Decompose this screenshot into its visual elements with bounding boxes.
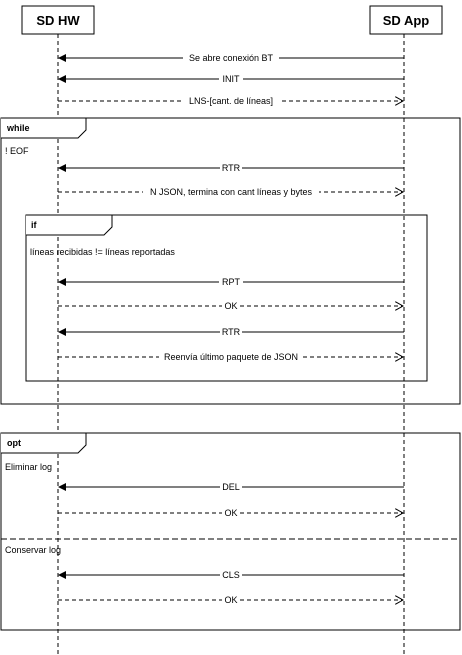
message-del: DEL — [58, 481, 404, 492]
message-ok-1-label: OK — [224, 301, 237, 311]
message-ok-3-label: OK — [224, 595, 237, 605]
message-resend: Reenvía último paquete de JSON — [58, 351, 403, 362]
while-frame: while ! EOF — [0, 117, 461, 405]
while-guard: ! EOF — [5, 146, 29, 156]
message-rtr-1-label: RTR — [222, 163, 241, 173]
message-ok-2-label: OK — [224, 508, 237, 518]
message-rtr-1: RTR — [58, 162, 404, 173]
opt-frame-tag: opt — [7, 438, 21, 448]
message-resend-label: Reenvía último paquete de JSON — [164, 352, 298, 362]
message-json: N JSON, termina con cant líneas y bytes — [58, 186, 403, 197]
message-rtr-2-label: RTR — [222, 327, 241, 337]
participant-sd-app: SD App — [369, 5, 443, 35]
participant-sd-hw-label: SD HW — [36, 13, 80, 28]
participant-sd-hw: SD HW — [21, 5, 95, 35]
if-frame-tag: if — [31, 220, 38, 230]
message-init: INIT — [58, 73, 404, 84]
message-init-label: INIT — [223, 74, 241, 84]
while-frame-tag: while — [6, 123, 30, 133]
message-lns: LNS-[cant. de líneas] — [58, 95, 403, 106]
message-json-label: N JSON, termina con cant líneas y bytes — [150, 187, 313, 197]
message-lns-label: LNS-[cant. de líneas] — [189, 96, 273, 106]
opt-guard-eliminar: Eliminar log — [5, 462, 52, 472]
message-ok-2: OK — [58, 507, 403, 518]
message-open-bt: Se abre conexión BT — [58, 52, 404, 63]
message-rpt: RPT — [58, 276, 404, 287]
message-cls: CLS — [58, 569, 404, 580]
participant-sd-app-label: SD App — [383, 13, 430, 28]
opt-guard-conservar: Conservar log — [5, 545, 61, 555]
if-guard: líneas recibidas != líneas reportadas — [30, 247, 175, 257]
opt-frame: opt Eliminar log Conservar log — [0, 432, 461, 631]
message-rpt-label: RPT — [222, 277, 241, 287]
message-del-label: DEL — [222, 482, 240, 492]
if-frame: if líneas recibidas != líneas reportadas — [25, 214, 428, 382]
message-cls-label: CLS — [222, 570, 240, 580]
message-open-bt-label: Se abre conexión BT — [189, 53, 274, 63]
message-ok-1: OK — [58, 300, 403, 311]
message-rtr-2: RTR — [58, 326, 404, 337]
message-ok-3: OK — [58, 594, 403, 605]
